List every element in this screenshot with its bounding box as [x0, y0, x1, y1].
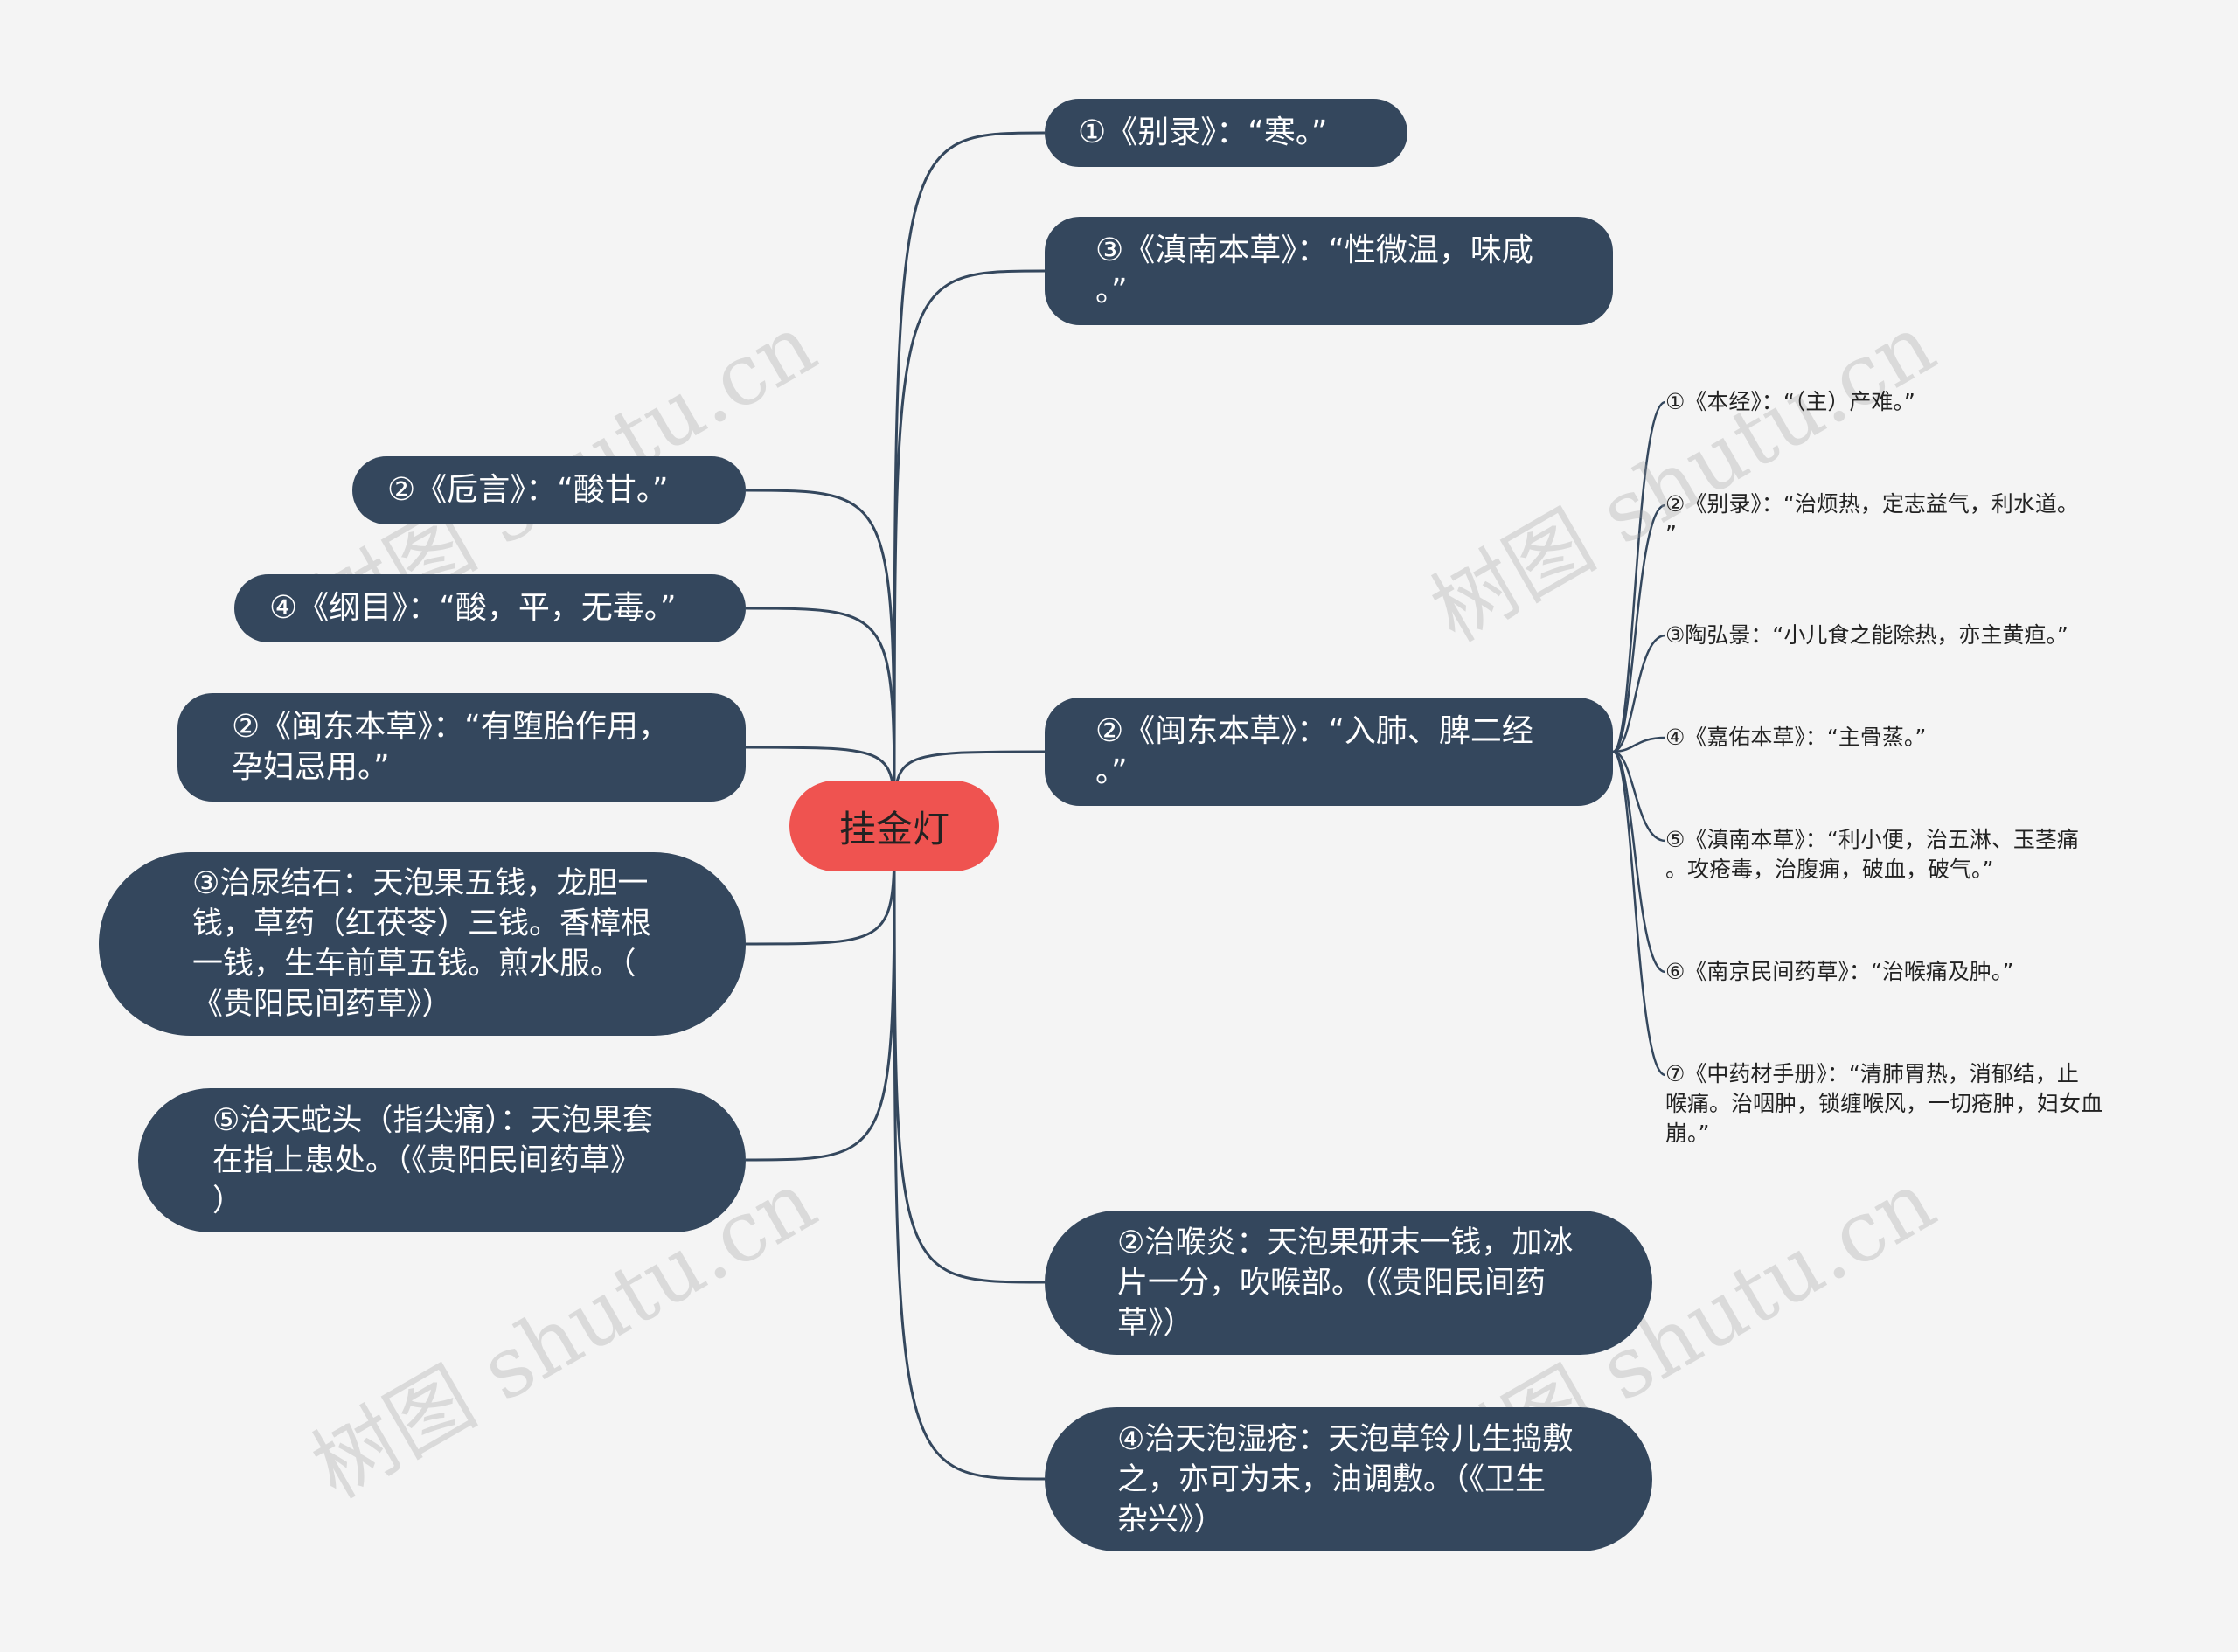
- right-node-label: ④治天泡湿疮：天泡草铃儿生捣敷 之，亦可为末，油调敷。（《卫生 杂兴》）: [1117, 1421, 1574, 1537]
- leaf-connector: [1612, 400, 1666, 753]
- leaf-connector: [1612, 503, 1666, 753]
- right-node[interactable]: ①《别录》：“寒。”: [1045, 99, 1407, 167]
- left-node-label: ②《闽东本草》：“有堕胎作用， 孕妇忌用。”: [232, 709, 670, 785]
- left-node[interactable]: ②《闽东本草》：“有堕胎作用， 孕妇忌用。”: [177, 693, 746, 802]
- root-to-left-connector: [745, 607, 896, 827]
- leaf-connector: [1612, 634, 1666, 753]
- right-node[interactable]: ②治喉炎：天泡果研末一钱，加冰 片一分，吹喉部。（《贵阳民间药 草》）: [1045, 1211, 1652, 1355]
- root-to-left-connector: [745, 825, 896, 1162]
- left-node[interactable]: ③治尿结石：天泡果五钱，龙胆一 钱，草药（红茯苓）三钱。香樟根 一钱，生车前草五…: [99, 852, 746, 1036]
- leaf-connector: [1612, 750, 1666, 974]
- root-to-right-connector: [893, 131, 1046, 827]
- right-node-label: ②《闽东本草》：“入肺、脾二经 。”: [1095, 713, 1533, 789]
- left-node-label: ②《卮言》：“酸甘。”: [387, 472, 669, 508]
- leaf-connector: [1612, 750, 1666, 1077]
- left-node-label: ④《纲目》：“酸，平，无毒。”: [269, 590, 677, 626]
- root-to-right-connector: [893, 269, 1046, 827]
- left-node-label: ⑤治天蛇头（指尖痛）：天泡果套 在指上患处。（《贵阳民间药草》 ）: [212, 1102, 653, 1218]
- root-to-left-connector: [745, 489, 896, 827]
- root-node[interactable]: 挂金灯: [789, 781, 999, 871]
- leaf-item: ⑦《中药材手册》：“清肺胃热，消郁结，止 喉痛。治咽肿，锁缠喉风，一切疮肿，妇女…: [1665, 1061, 2103, 1146]
- leaf-connector: [1612, 736, 1666, 753]
- root-label: 挂金灯: [838, 807, 949, 850]
- leaf-item: ③陶弘景：“小儿食之能除热，亦主黄疸。”: [1665, 622, 2068, 648]
- left-node[interactable]: ④《纲目》：“酸，平，无毒。”: [234, 574, 746, 642]
- right-node[interactable]: ④治天泡湿疮：天泡草铃儿生捣敷 之，亦可为末，油调敷。（《卫生 杂兴》）: [1045, 1407, 1652, 1551]
- root-to-right-connector: [893, 825, 1046, 1284]
- leaf-item: ④《嘉佑本草》：“主骨蒸。”: [1665, 725, 1927, 750]
- left-node[interactable]: ②《卮言》：“酸甘。”: [352, 456, 746, 524]
- left-node[interactable]: ⑤治天蛇头（指尖痛）：天泡果套 在指上患处。（《贵阳民间药草》 ）: [138, 1088, 746, 1232]
- leaf-item: ②《别录》：“治烦热，定志益气，利水道。 ”: [1665, 491, 2079, 546]
- right-node-label: ③《滇南本草》：“性微温，味咸 。”: [1095, 233, 1533, 309]
- leaf-item: ⑥《南京民间药草》：“治喉痛及肿。”: [1665, 959, 2014, 984]
- leaf-connector: [1612, 750, 1666, 843]
- right-node-with-children[interactable]: ②《闽东本草》：“入肺、脾二经 。”: [1045, 698, 1613, 806]
- leaf-item: ①《本经》：“（主）产难。”: [1665, 389, 1915, 414]
- root-to-right-connector: [893, 825, 1046, 1481]
- leaf-item: ⑤《滇南本草》：“利小便，治五淋、玉茎痛 。攻疮毒，治腹痈，破血，破气。”: [1665, 827, 2079, 882]
- right-node[interactable]: ③《滇南本草》：“性微温，味咸 。”: [1045, 217, 1613, 325]
- right-node-label: ②治喉炎：天泡果研末一钱，加冰 片一分，吹喉部。（《贵阳民间药 草》）: [1117, 1225, 1574, 1341]
- right-node-label: ①《别录》：“寒。”: [1078, 115, 1328, 150]
- left-node-label: ③治尿结石：天泡果五钱，龙胆一 钱，草药（红茯苓）三钱。香樟根 一钱，生车前草五…: [192, 866, 652, 1022]
